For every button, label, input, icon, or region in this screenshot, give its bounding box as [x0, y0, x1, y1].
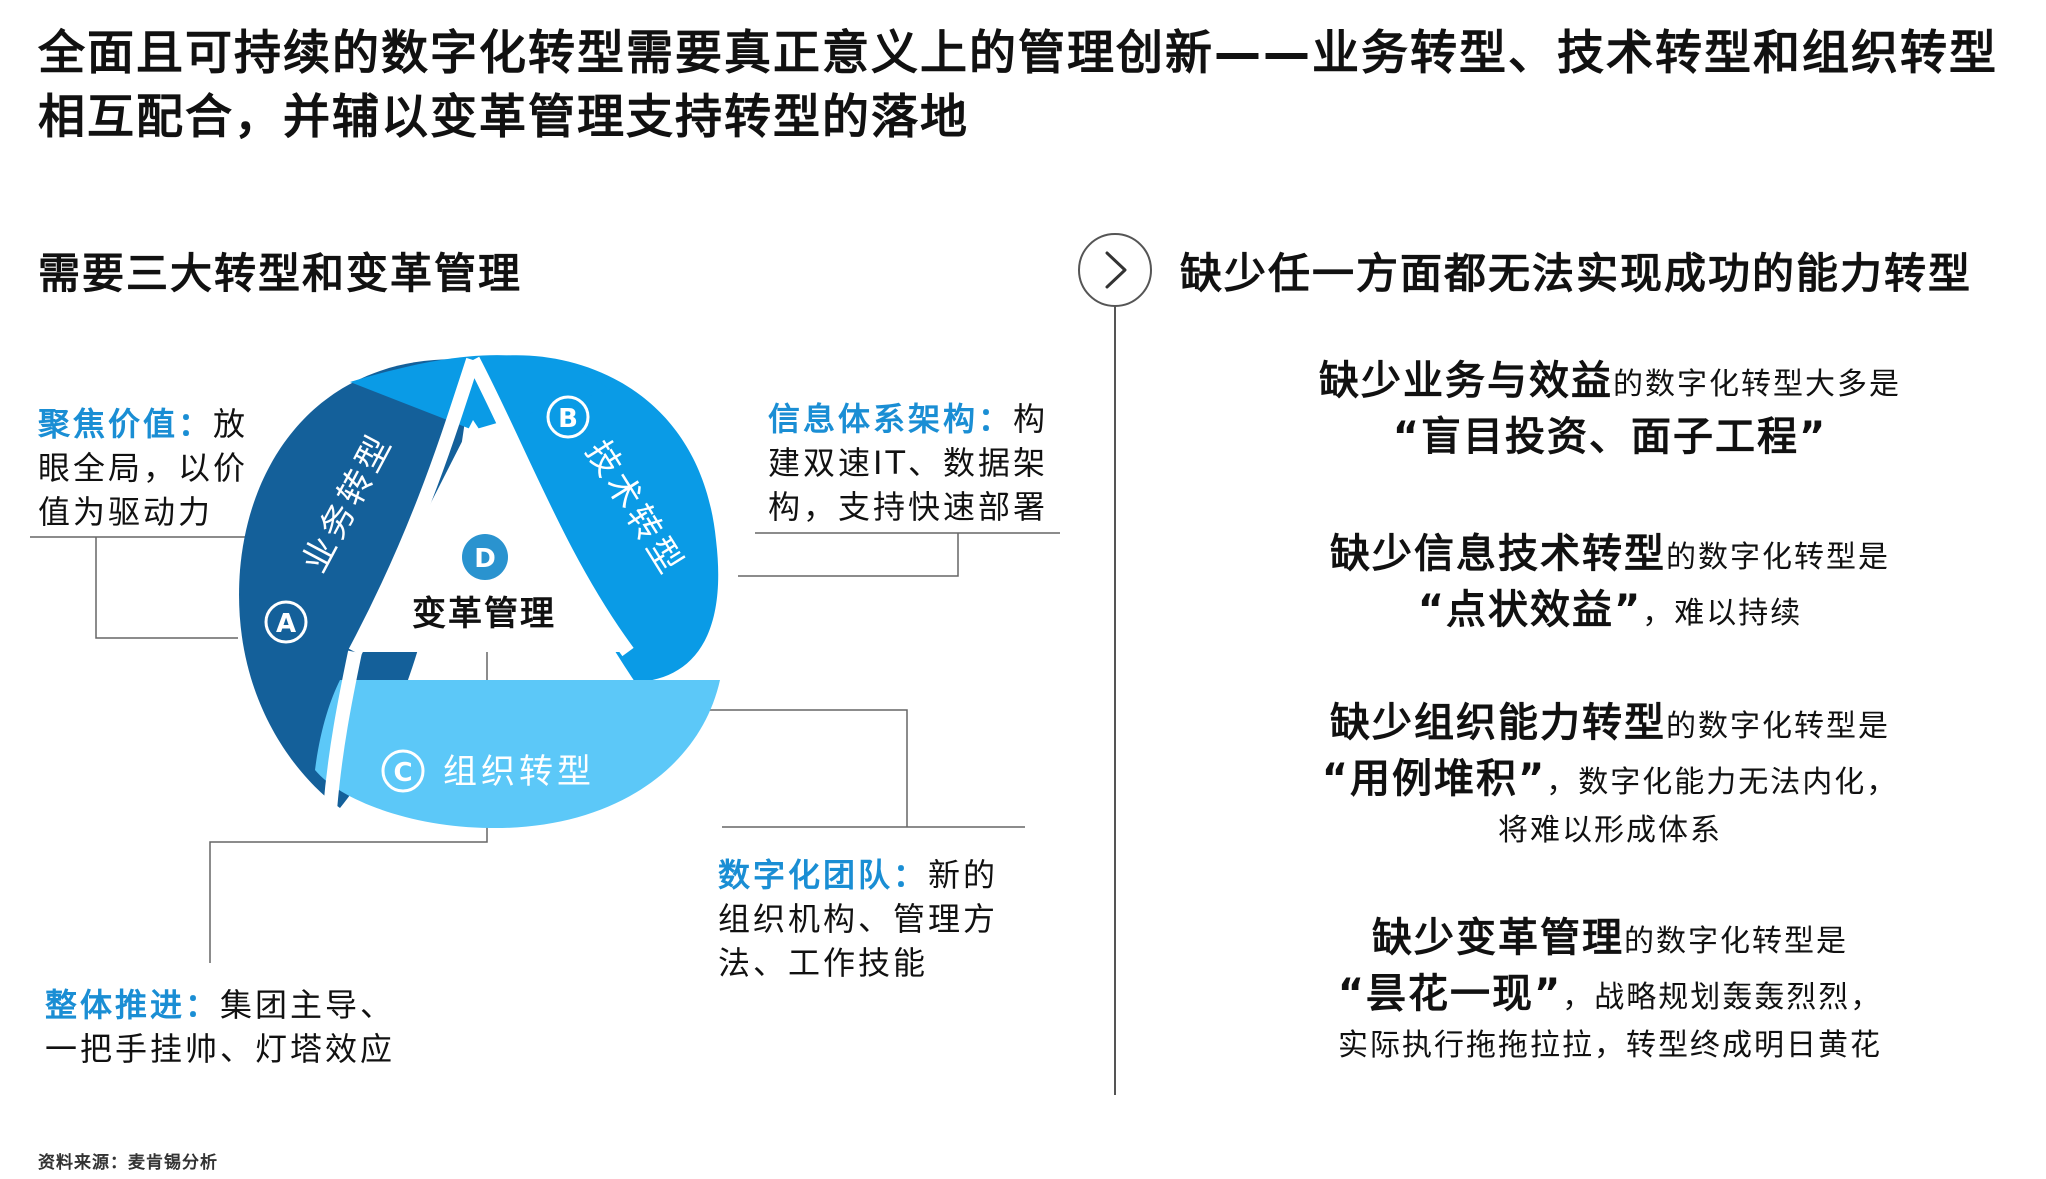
segment-c-label: 组织转型 [443, 752, 595, 792]
right-block-business-tail: 的数字化转型大多是 [1613, 367, 1901, 402]
callout-info: 信息体系架构：构 建双速IT、数据架 构，支持快速部署 [768, 397, 1048, 529]
segment-b-top [350, 355, 610, 430]
callout-team-line1: 新的 [928, 856, 999, 894]
source-note: 资料来源：麦肯锡分析 [38, 1153, 218, 1173]
value-connector [95, 537, 238, 639]
right-block-org-line3: 将难以形成体系 [1498, 813, 1722, 848]
callout-info-head: 信息体系架构： [768, 400, 1014, 438]
badge-b: B [546, 395, 590, 439]
callout-info-line3: 构，支持快速部署 [768, 488, 1049, 526]
svg-text:A: A [276, 609, 296, 639]
callout-info-line2: 建双速IT、数据架 [768, 444, 1048, 482]
badge-d: D [462, 534, 508, 580]
callout-whole-line1: 集团主导、 [220, 986, 396, 1024]
callout-team-line2: 组织机构、管理方 [718, 900, 999, 938]
svg-text:C: C [393, 758, 412, 788]
divider [1078, 233, 1152, 1095]
callout-team-line3: 法、工作技能 [718, 944, 929, 982]
right-block-org-bold: 缺少组织能力转型 [1330, 700, 1666, 746]
right-block-org-quote-tail: ，数字化能力无法内化， [1546, 765, 1899, 800]
callout-value: 聚焦价值：放 眼全局，以价 值为驱动力 [38, 402, 248, 534]
svg-text:B: B [558, 404, 578, 434]
callout-whole-line2: 一把手挂帅、灯塔效应 [45, 1030, 396, 1068]
whole-connector [209, 810, 488, 963]
callout-value-line1: 放 [213, 405, 249, 443]
right-block-change-quote-tail: ，战略规划轰轰烈烈， [1562, 980, 1883, 1015]
right-block-tech-bold: 缺少信息技术转型 [1330, 531, 1666, 577]
right-block-tech-quote-tail: ，难以持续 [1642, 596, 1803, 631]
right-block-change-tail: 的数字化转型是 [1624, 924, 1848, 959]
right-block-tech: 缺少信息技术转型的数字化转型是 “点状效益”，难以持续 [1180, 528, 2040, 640]
segment-b [473, 355, 719, 682]
right-block-org-quote: “用例堆积” [1321, 756, 1547, 802]
right-block-change: 缺少变革管理的数字化转型是 “昙花一现”，战略规划轰轰烈烈， 实际执行拖拖拉拉，… [1180, 912, 2040, 1068]
right-block-tech-quote: “点状效益” [1417, 587, 1643, 633]
left-heading: 需要三大转型和变革管理 [38, 249, 523, 298]
badge-a: A [264, 600, 308, 644]
right-block-change-bold: 缺少变革管理 [1372, 915, 1624, 961]
info-connector [738, 533, 959, 577]
callout-info-line1: 构 [1013, 400, 1049, 438]
right-block-org: 缺少组织能力转型的数字化转型是 “用例堆积”，数字化能力无法内化， 将难以形成体… [1180, 697, 2040, 853]
right-block-change-quote: “昙花一现” [1337, 971, 1563, 1017]
callout-value-head: 聚焦价值： [38, 405, 214, 443]
page-title: 全面且可持续的数字化转型需要真正意义上的管理创新——业务转型、技术转型和组织转型… [38, 26, 1998, 145]
badge-c: C [381, 749, 425, 793]
callout-team: 数字化团队：新的 组织机构、管理方 法、工作技能 [718, 853, 998, 985]
transformation-cycle-diagram: A B C D 业务转型 技术转型 组织转型 变革管理 [30, 355, 1060, 963]
callout-team-head: 数字化团队： [718, 856, 929, 894]
segment-c [315, 680, 720, 829]
right-block-org-tail: 的数字化转型是 [1666, 709, 1890, 744]
right-block-business-bold: 缺少业务与效益 [1319, 358, 1613, 404]
segment-a [239, 359, 473, 808]
chevron-right-icon [1105, 251, 1127, 289]
callout-value-line3: 值为驱动力 [38, 493, 214, 531]
callout-whole: 整体推进：集团主导、 一把手挂帅、灯塔效应 [45, 983, 395, 1071]
team-connector [695, 709, 908, 827]
callout-value-line2: 眼全局，以价 [38, 449, 249, 487]
svg-text:D: D [474, 544, 496, 574]
center-label: 变革管理 [412, 594, 556, 634]
right-heading: 缺少任一方面都无法实现成功的能力转型 [1180, 249, 1973, 298]
right-block-business-quote: “盲目投资、面子工程” [1392, 414, 1828, 460]
callout-whole-head: 整体推进： [45, 986, 221, 1024]
right-block-business: 缺少业务与效益的数字化转型大多是 “盲目投资、面子工程” [1180, 355, 2040, 467]
right-block-change-line3: 实际执行拖拖拉拉，转型终成明日黄花 [1338, 1028, 1882, 1063]
right-block-tech-tail: 的数字化转型是 [1666, 540, 1890, 575]
